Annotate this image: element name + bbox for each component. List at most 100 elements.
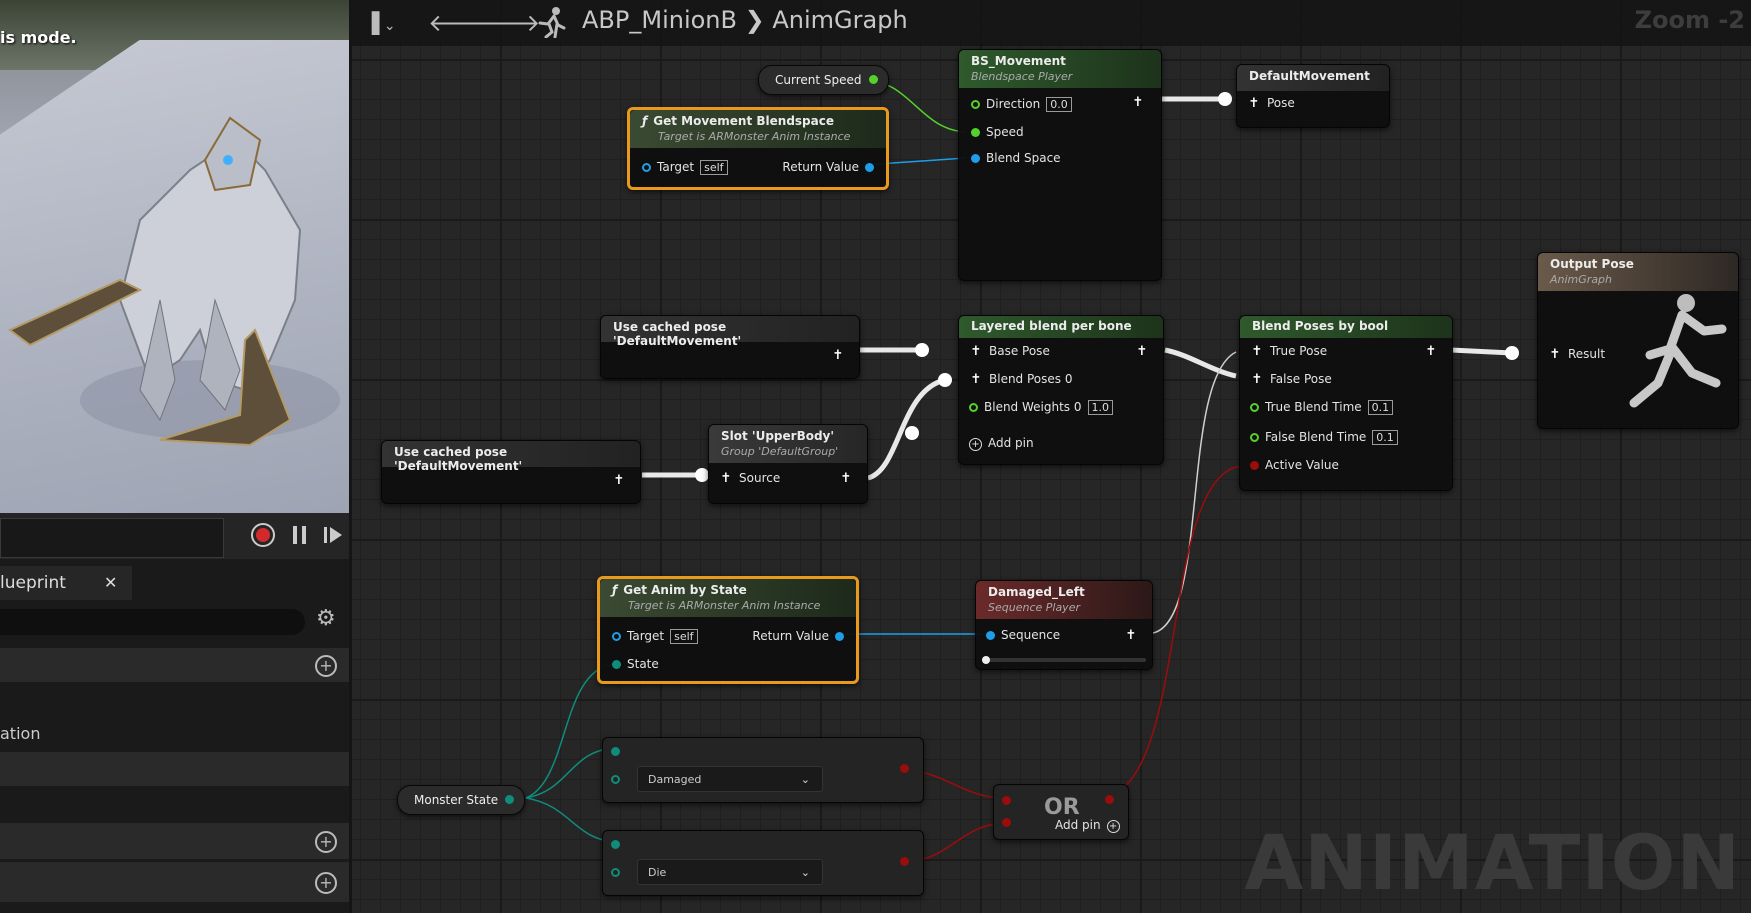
blend-poses-0-pin[interactable]: ✝Blend Poses 0: [970, 372, 1073, 387]
chevron-down-icon: ⌄: [379, 18, 396, 34]
target-value[interactable]: self: [700, 160, 728, 175]
output-bool-pin[interactable]: [1105, 795, 1114, 804]
panel-section-row[interactable]: [0, 752, 349, 786]
timeline-field[interactable]: [0, 518, 224, 558]
add-icon[interactable]: +: [315, 655, 337, 677]
tab-blueprint[interactable]: lueprint ✕: [0, 566, 132, 600]
variable-label: Monster State: [414, 793, 499, 807]
preview-viewport[interactable]: is mode.: [0, 0, 349, 513]
pose-output-pin[interactable]: ✝: [1135, 344, 1155, 359]
node-header: Damaged_Left Sequence Player: [976, 581, 1152, 619]
output-bool-pin[interactable]: [900, 764, 909, 773]
result-pin[interactable]: ✝Result: [1549, 347, 1606, 362]
enum-select-die[interactable]: Die⌄: [637, 859, 823, 885]
node-header: Slot 'UpperBody' Group 'DefaultGroup': [709, 425, 867, 463]
add-icon[interactable]: +: [315, 872, 337, 894]
monster-state-variable[interactable]: Monster State: [397, 785, 526, 815]
equal-enum-damaged-node[interactable]: Damaged⌄: [602, 737, 924, 803]
back-button[interactable]: 🡐: [428, 8, 492, 37]
use-cached-pose-node[interactable]: Use cached pose 'DefaultMovement' ✝: [381, 440, 641, 504]
add-icon[interactable]: +: [315, 831, 337, 853]
panel-section-row[interactable]: +: [0, 823, 349, 859]
pose-output-pin[interactable]: ✝: [612, 473, 632, 488]
input-pin-b[interactable]: [611, 775, 620, 784]
output-pose-node[interactable]: Output Pose AnimGraph ✝Result: [1537, 252, 1739, 429]
active-value-pin[interactable]: Active Value: [1250, 458, 1339, 472]
pin-icon: [1250, 433, 1259, 442]
panel-section-row[interactable]: +: [0, 648, 349, 682]
close-icon[interactable]: ✕: [104, 573, 118, 592]
pose-output-pin[interactable]: ✝: [839, 471, 859, 486]
or-boolean-node[interactable]: OR Add pin+: [993, 784, 1129, 840]
base-pose-pin[interactable]: ✝Base Pose: [970, 344, 1050, 359]
input-pin-a[interactable]: [611, 840, 620, 849]
search-input[interactable]: [0, 609, 305, 635]
output-pin[interactable]: [505, 795, 515, 804]
record-button[interactable]: [250, 522, 276, 554]
playback-progress-track[interactable]: [982, 656, 1146, 664]
monster-preview-character: [8, 116, 340, 447]
output-pin[interactable]: [868, 75, 878, 84]
false-pose-pin[interactable]: ✝False Pose: [1251, 372, 1332, 387]
default-movement-cache-node[interactable]: DefaultMovement ✝Pose: [1236, 64, 1390, 128]
arrow-left-icon: 🡐: [428, 9, 493, 37]
pose-output-pin[interactable]: ✝: [1124, 628, 1144, 643]
pose-output-pin[interactable]: ✝: [1131, 95, 1151, 110]
breadcrumb-blueprint[interactable]: ABP_MinionB: [582, 6, 737, 34]
true-pose-pin[interactable]: ✝True Pose: [1251, 344, 1328, 359]
use-cached-pose-node[interactable]: Use cached pose 'DefaultMovement' ✝: [600, 315, 860, 379]
state-pin[interactable]: State: [612, 657, 659, 671]
breadcrumb-graph[interactable]: AnimGraph: [772, 6, 908, 34]
node-title: DefaultMovement: [1249, 69, 1370, 83]
gear-icon[interactable]: ⚙: [316, 606, 336, 631]
slot-upperbody-node[interactable]: Slot 'UpperBody' Group 'DefaultGroup' ✝S…: [708, 424, 868, 504]
pose-output-pin[interactable]: ✝: [1424, 344, 1444, 359]
speed-pin[interactable]: Speed: [971, 125, 1024, 139]
chevron-down-icon: ⌄: [800, 773, 810, 786]
return-value-pin[interactable]: Return Value: [752, 629, 844, 643]
pin-icon: [612, 660, 621, 669]
target-value[interactable]: self: [670, 629, 698, 644]
return-value-pin[interactable]: Return Value: [782, 160, 874, 174]
enum-select-damaged[interactable]: Damaged⌄: [637, 766, 823, 792]
panel-section-row[interactable]: +: [0, 862, 349, 902]
damaged-left-sequence-node[interactable]: Damaged_Left Sequence Player Sequence ✝: [975, 580, 1153, 670]
input-pin-a[interactable]: [611, 747, 620, 756]
playback-progress-handle[interactable]: [982, 656, 990, 664]
blend-poses-by-bool-node[interactable]: Blend Poses by bool ✝True Pose ✝ ✝False …: [1239, 315, 1453, 491]
add-pin-button[interactable]: +Add pin: [969, 436, 1034, 451]
node-header: Output Pose AnimGraph: [1538, 253, 1738, 291]
true-blend-time-value[interactable]: 0.1: [1367, 400, 1394, 415]
forward-button[interactable]: 🡒: [476, 8, 540, 37]
pose-input-pin[interactable]: ✝Pose: [1248, 96, 1295, 111]
layered-blend-per-bone-node[interactable]: Layered blend per bone ✝Base Pose ✝ ✝Ble…: [958, 315, 1164, 465]
false-blend-time-value[interactable]: 0.1: [1372, 430, 1398, 445]
source-pin[interactable]: ✝Source: [720, 471, 781, 486]
pose-output-pin[interactable]: ✝: [831, 348, 851, 363]
input-pin-a[interactable]: [1002, 796, 1011, 805]
sequence-pin[interactable]: Sequence: [986, 628, 1060, 642]
input-pin-b[interactable]: [1002, 818, 1011, 827]
pause-button[interactable]: [290, 522, 310, 554]
output-bool-pin[interactable]: [900, 857, 909, 866]
add-pin-button[interactable]: Add pin+: [1055, 818, 1120, 833]
bookmark-button[interactable]: ▐ ⌄: [364, 8, 396, 36]
blend-weights-value[interactable]: 1.0: [1087, 400, 1113, 415]
node-title: Output Pose: [1550, 257, 1634, 271]
step-forward-button[interactable]: [322, 522, 344, 554]
equal-enum-die-node[interactable]: Die⌄: [602, 830, 924, 896]
direction-value[interactable]: 0.0: [1046, 97, 1072, 112]
node-title: BS_Movement: [971, 54, 1066, 68]
current-speed-variable[interactable]: Current Speed: [758, 65, 889, 95]
input-pin-b[interactable]: [611, 868, 620, 877]
blend-space-pin[interactable]: Blend Space: [971, 151, 1061, 165]
